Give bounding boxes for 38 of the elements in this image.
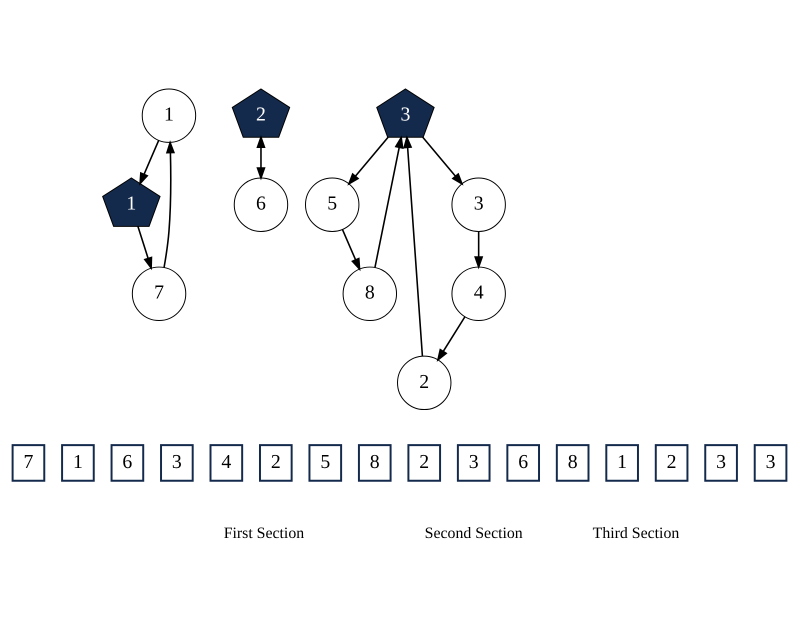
node-circle: 5 xyxy=(305,178,360,232)
arrow xyxy=(347,136,389,186)
node-box: 3 xyxy=(160,444,194,482)
arrow xyxy=(436,316,466,362)
node-circle: 8 xyxy=(342,266,398,321)
node-circle: 2 xyxy=(397,356,452,410)
node-circle: 6 xyxy=(234,178,288,232)
node-circle: 7 xyxy=(132,266,186,321)
label: Second Section xyxy=(424,524,523,542)
node-box: 1 xyxy=(605,444,639,482)
node-box: 5 xyxy=(308,444,342,482)
label: Third Section xyxy=(592,524,680,542)
arrow xyxy=(163,140,176,268)
node-box: 6 xyxy=(110,444,144,482)
arrow xyxy=(403,135,424,356)
node-circle: 1 xyxy=(142,88,196,143)
node-box: 6 xyxy=(506,444,540,482)
arrow xyxy=(374,135,404,268)
arrow xyxy=(139,140,160,186)
node-box: 3 xyxy=(754,444,788,482)
arrow xyxy=(256,134,266,180)
node-circle: 4 xyxy=(451,266,506,321)
node-box: 3 xyxy=(704,444,738,482)
label: First Section xyxy=(224,524,304,542)
node-box: 2 xyxy=(259,444,293,482)
node-box: 8 xyxy=(358,444,392,482)
arrow xyxy=(474,232,484,270)
arrow xyxy=(342,229,360,272)
node-box: 2 xyxy=(654,444,688,482)
arrow xyxy=(137,226,152,270)
node-box: 1 xyxy=(61,444,95,482)
node-box: 8 xyxy=(556,444,590,482)
node-box: 4 xyxy=(210,444,244,482)
node-box: 7 xyxy=(12,444,46,482)
node-box: 2 xyxy=(407,444,442,482)
node-circle: 3 xyxy=(451,178,506,232)
arrow xyxy=(422,136,464,186)
node-box: 3 xyxy=(456,444,491,482)
